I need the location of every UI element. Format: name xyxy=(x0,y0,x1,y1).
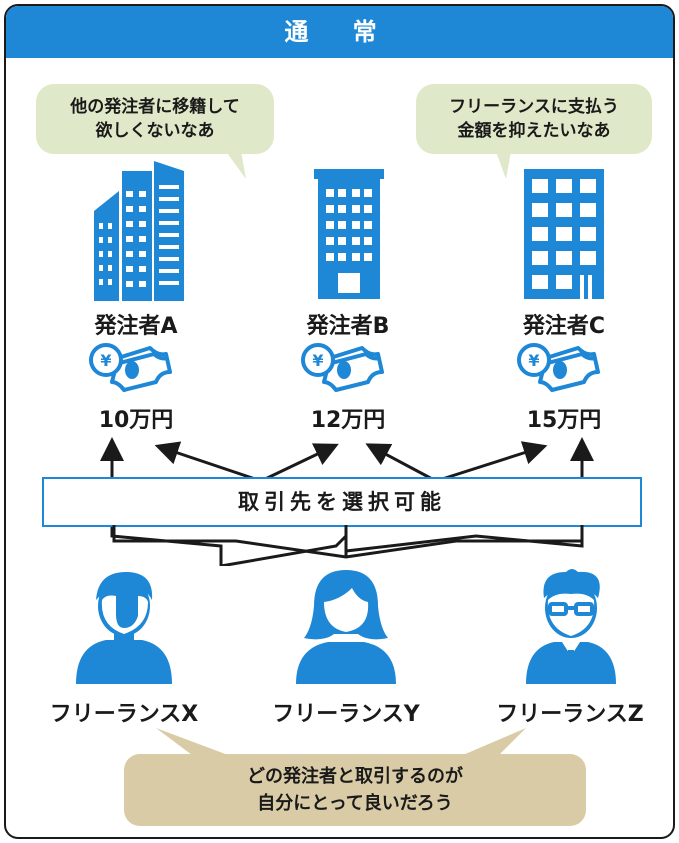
company-c-name: 発注者C xyxy=(522,314,606,339)
money-c-icon: ¥ xyxy=(517,343,600,392)
bottom-bubble-tails xyxy=(156,728,526,758)
diagram-frame: 通 常 他の発注者に移籍して 欲しくないなあ フリーランスに支払う 金額を抑えた… xyxy=(4,4,675,839)
company-a-amount: 10万円 xyxy=(98,408,174,433)
bubble-c-line2: 金額を抑えたいなあ xyxy=(457,121,611,141)
bottom-bubble-line1: どの発注者と取引するのが xyxy=(247,766,463,787)
freelancer-y-icon xyxy=(296,570,396,684)
money-b-icon: ¥ xyxy=(301,343,384,392)
freelancer-thought-bubble: どの発注者と取引するのが 自分にとって良いだろう xyxy=(124,754,586,826)
building-b-icon xyxy=(314,169,384,299)
bubble-c-line1: フリーランスに支払う xyxy=(449,97,619,117)
speech-bubble-company-a: 他の発注者に移籍して 欲しくないなあ xyxy=(36,84,274,154)
selectable-client-label: 取引先を選択可能 xyxy=(42,477,642,527)
building-c-icon xyxy=(524,169,604,299)
bottom-bubble-line2: 自分にとって良いだろう xyxy=(257,793,453,814)
bubble-a-line2: 欲しくないなあ xyxy=(95,121,215,141)
company-c-amount: 15万円 xyxy=(526,408,602,433)
bubble-a-line1: 他の発注者に移籍して xyxy=(70,97,240,117)
money-b-yen: ¥ xyxy=(312,351,323,370)
money-a-yen: ¥ xyxy=(100,351,111,370)
freelancer-x-icon xyxy=(76,572,172,684)
money-c-yen: ¥ xyxy=(528,351,539,370)
company-b-name: 発注者B xyxy=(306,314,390,339)
company-a-name: 発注者A xyxy=(94,314,178,339)
freelancer-z-name: フリーランスZ xyxy=(496,702,644,727)
speech-bubble-company-c: フリーランスに支払う 金額を抑えたいなあ xyxy=(416,84,652,154)
freelancer-x-name: フリーランスX xyxy=(49,702,199,727)
building-a-icon xyxy=(94,161,184,301)
title-bar: 通 常 xyxy=(6,6,673,58)
freelancer-y-name: フリーランスY xyxy=(272,702,420,727)
company-b-amount: 12万円 xyxy=(310,408,386,433)
lower-connection-lines xyxy=(112,525,584,559)
freelancer-z-icon xyxy=(526,569,616,684)
money-a-icon: ¥ xyxy=(89,343,172,392)
